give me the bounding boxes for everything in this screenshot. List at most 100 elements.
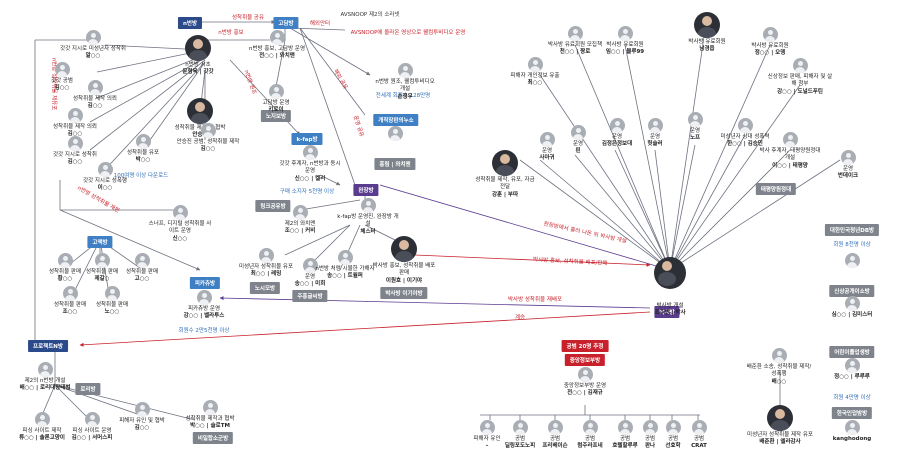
person-icon: [86, 30, 101, 45]
person-icon: [85, 412, 100, 427]
person-icon: [772, 348, 787, 363]
hub-prowk: 프로젝트N방: [28, 340, 68, 352]
person-icon: [38, 362, 53, 377]
photo-icon: [694, 12, 720, 38]
tag-hwsi: 홍림 | 와치맨: [374, 158, 415, 170]
person-icon: [197, 290, 212, 305]
person-ksin: 심○○ | 김미스터: [819, 296, 885, 319]
person-g8: 공범CRAT: [666, 420, 732, 451]
person-icon: [845, 420, 860, 435]
tag-minor: 노시모방: [250, 282, 280, 294]
person-icon: [173, 205, 188, 220]
hub-gfb: 고액방: [87, 236, 112, 248]
note-avsnoop: AVSNOOP에 올라온 영상으로 웰컴투비디오 운영: [351, 28, 466, 36]
tag-lee: 박사방 이기야방: [380, 287, 427, 299]
hub-wanjang: 완장방: [353, 184, 378, 196]
edge-label: 박사방 성착취물 재배포: [508, 295, 562, 303]
person-icon: [783, 132, 798, 147]
person-pw: 제2의 n번방 개설배○○ | 로리대장태범: [12, 362, 78, 393]
person-icon: [269, 84, 284, 99]
note-pika: 회원수 2만5천명 이상: [179, 326, 230, 334]
person-icon: [303, 145, 318, 160]
person-icon: [738, 118, 753, 133]
hub-gongbeom: 공범 20명 추정: [562, 340, 609, 352]
person-icon: [361, 198, 376, 213]
photo-icon: [767, 405, 793, 431]
person-icon: [793, 58, 808, 73]
person-icon: [618, 26, 633, 41]
person-icon: [648, 118, 663, 133]
person-kiroi: 고담방 운영키로이: [243, 84, 309, 115]
edge-label: 해외안터: [310, 19, 330, 27]
person-icon: [528, 57, 543, 72]
person-icon: [578, 367, 593, 382]
person-icon: [688, 112, 703, 127]
person-pika: 피카츄방 운영강○○ | 벨라투스: [171, 290, 237, 321]
tag-pw: 로리방: [75, 383, 100, 395]
person-icon: [845, 358, 860, 373]
hub-pigachu: 피카츄방: [190, 277, 220, 289]
person-eor: 정○○ | 루루루: [819, 358, 885, 381]
person-kins: kanghodong: [819, 420, 885, 443]
person-icon: [135, 402, 150, 417]
person-icon: [388, 126, 403, 141]
person-r14: 운영번데이크: [815, 150, 881, 181]
person-godgod: n번방 시초문형욱 | 갓갓: [165, 35, 231, 77]
hub-gaetaeng: 개착장판의누소: [373, 114, 418, 126]
tag-op: 주홍글씨방: [292, 290, 327, 302]
person-icon: [203, 400, 218, 415]
person-icon: [35, 412, 50, 427]
person-icon: [293, 205, 308, 220]
note-eor: 회원 4만명 이상: [833, 393, 870, 401]
hub-eorin: 어린이졸업생방: [829, 346, 874, 358]
person-ahn: 안승진 공범, 성착취물 제작김○○: [175, 123, 241, 154]
hub-korea-ins: 한국인덥밤방: [832, 407, 872, 419]
person-hwsi: [362, 126, 428, 142]
person-icon: [63, 286, 78, 301]
hub-jungang: 중앙정보부방: [565, 354, 605, 366]
person-r6: 신상정보 판매, 피해자 및 살해 청부강○○ | 도널드푸틴: [767, 58, 833, 96]
photo-icon: [391, 236, 417, 262]
person-icon: [398, 63, 413, 78]
person-pw3: 피해자 유인 및 협박김○○: [109, 402, 175, 433]
person-icon: [105, 286, 120, 301]
person-icon: [95, 253, 110, 268]
person-choi: 제2의 와치맨조○○ | 커비: [267, 205, 333, 236]
person-icon: [763, 27, 778, 42]
person-icon: [55, 62, 70, 77]
person-p4: 성착취물 제작 의뢰김○○: [42, 108, 108, 139]
person-icon: [136, 134, 151, 149]
tag-r13: 태평양원정대: [756, 183, 796, 195]
note-kdb: 회원 8천명 이상: [833, 240, 870, 248]
hub-kfap: k-fap방: [291, 133, 322, 145]
person-taxi: n번방 처럼 시뮬한 가해자송○○ | 트월퍼: [312, 250, 378, 281]
person-teach: 미성년자 성착취물 제작 유포배준환 | 엘라감사: [747, 405, 813, 447]
photo-icon: [654, 257, 686, 289]
person-icon: [270, 30, 285, 45]
edge-label: 계승: [515, 313, 525, 321]
person-p6: 갓갓 지시로 성폭행이○○: [72, 162, 138, 193]
person-icon: [135, 253, 150, 268]
photo-icon: [187, 98, 213, 124]
person-icon: [568, 26, 583, 41]
person-icon: [259, 248, 274, 263]
note-avsnoop-title: AVSNOOP 제2의 소라넷: [340, 10, 399, 18]
hub-korea-ddb: 대한민국청년DB방: [825, 224, 879, 236]
person-icon: [338, 250, 353, 265]
person-icon: [845, 253, 860, 268]
person-icon: [88, 80, 103, 95]
person-snuf: 스너프, 디지털 성착취물 사이트 운영신○○: [147, 205, 213, 243]
person-kdb: [819, 253, 885, 269]
